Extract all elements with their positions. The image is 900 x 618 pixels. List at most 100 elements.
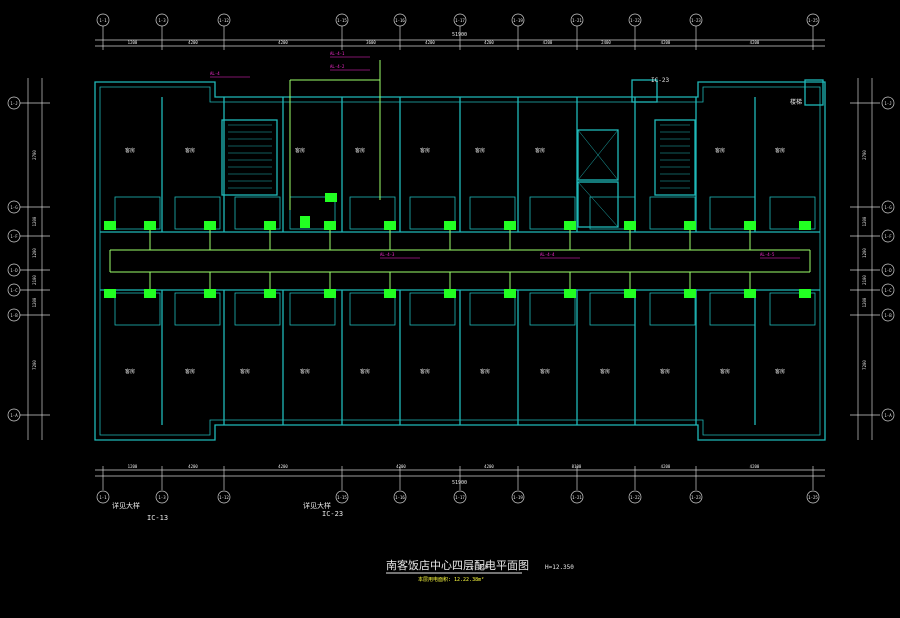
junction-box-north: [684, 221, 696, 230]
panel-annotation: AL-4: [210, 71, 220, 76]
room-label-south: 客房: [240, 368, 250, 375]
bathroom-north: [769, 196, 816, 230]
axis-bubble-bottom: [453, 490, 467, 504]
room-label-south: 客房: [360, 368, 370, 375]
room-label-south: 客房: [300, 368, 310, 375]
axis-label-top: 1-1: [99, 18, 107, 23]
outer-wall: [94, 81, 826, 441]
axis-label-bottom: 1-22: [630, 495, 640, 500]
axis-label-right: 1-G: [884, 205, 892, 210]
bathroom-north: [289, 196, 336, 230]
dim-seg-bottom: 4200: [188, 464, 198, 469]
callout-left-text: 详见大样: [112, 501, 140, 510]
dim-seg-bottom: 4200: [661, 464, 671, 469]
bathroom-north: [409, 196, 456, 230]
dim-seg-bottom: 4200: [396, 464, 406, 469]
axis-bubble-top: [155, 13, 169, 27]
axis-bubble-top: [689, 13, 703, 27]
dim-seg-top: 4200: [543, 40, 553, 45]
axis-bubble-right: [881, 229, 895, 243]
dim-seg-left: 2100: [32, 275, 37, 285]
axis-label-left: 1-F: [10, 234, 18, 239]
axis-bubble-top: [96, 13, 110, 27]
room-label-south: 客房: [660, 368, 670, 375]
panel-annotation: AL-4-3: [380, 252, 395, 257]
dim-seg-left: 1200: [32, 297, 37, 307]
dim-seg-right: 1200: [862, 216, 867, 226]
electrical-wiring: [109, 60, 811, 296]
axis-label-right: 1-C: [884, 288, 892, 293]
bathroom-south: [289, 292, 336, 326]
dim-seg-top: 4200: [188, 40, 198, 45]
elevator-2-x: [577, 181, 619, 228]
bathroom-north: [529, 196, 576, 230]
axis-label-right: 1-B: [884, 313, 892, 318]
axis-bubble-bottom: [689, 490, 703, 504]
dim-seg-right: 2100: [862, 275, 867, 285]
axis-bubble-top: [335, 13, 349, 27]
axis-label-left: 1-B: [10, 313, 18, 318]
riser-feed: [289, 60, 381, 210]
room-label-south: 客房: [720, 368, 730, 375]
dim-seg-bottom: 1200: [128, 464, 138, 469]
bathroom-north: [174, 196, 221, 230]
electrical-equipment: [104, 56, 811, 298]
axis-label-bottom: 1-19: [513, 495, 523, 500]
dim-seg-left: 1200: [32, 216, 37, 226]
dim-seg-right: 1200: [862, 297, 867, 307]
bathroom-north: [114, 196, 161, 230]
junction-box-north: [504, 221, 516, 230]
bathroom-south: [114, 292, 161, 326]
axis-label-left: 1-A: [10, 413, 18, 418]
axis-bubble-top: [806, 13, 820, 27]
junction-box-north: [104, 221, 116, 230]
axis-label-bottom: 1-12: [219, 495, 229, 500]
dim-seg-top: 4200: [661, 40, 671, 45]
room-label-north: 客房: [355, 147, 365, 154]
bathroom-south: [589, 292, 636, 326]
bathroom-north: [469, 196, 516, 230]
axis-bubble-left: [7, 96, 21, 110]
room-label-north: 客房: [535, 147, 545, 154]
dim-seg-left: 2700: [32, 150, 37, 160]
axis-bubble-bottom: [393, 490, 407, 504]
room-label-south: 客房: [775, 368, 785, 375]
axis-label-top: 1-22: [630, 18, 640, 23]
total-dim-top: 51900: [452, 32, 467, 38]
elevator-1-x2: [577, 129, 619, 181]
elevator-2: [577, 181, 619, 228]
axis-label-top: 1-21: [572, 18, 582, 23]
room-label-north: 客房: [295, 147, 305, 154]
junction-box-south: [504, 289, 516, 298]
bathroom-south: [529, 292, 576, 326]
dim-seg-left: 1200: [32, 248, 37, 258]
distribution-panel-2: [300, 216, 310, 228]
panel-annotation: AL-4-2: [330, 64, 345, 69]
room-label-north: 客房: [185, 147, 195, 154]
bathroom-north: [234, 196, 281, 230]
axis-label-left: 1-G: [10, 205, 18, 210]
axis-label-bottom: 1-3: [158, 495, 166, 500]
bathroom-south: [409, 292, 456, 326]
axis-bubble-top: [217, 13, 231, 27]
plan-labels: 1-11-11-31-31-121-121-151-151-161-161-17…: [10, 18, 892, 500]
axis-label-bottom: 1-25: [808, 495, 818, 500]
axis-label-bottom: 1-21: [572, 495, 582, 500]
stair-core-left: [221, 119, 278, 196]
panel-annotation: AL-4-1: [330, 51, 345, 56]
junction-box-north: [744, 221, 756, 230]
panel-annotation: AL-4-5: [760, 252, 775, 257]
axis-bubble-left: [7, 263, 21, 277]
junction-box-north: [384, 221, 396, 230]
junction-box-north: [444, 221, 456, 230]
axis-bubble-left: [7, 200, 21, 214]
axis-label-top: 1-12: [219, 18, 229, 23]
junction-box-south: [564, 289, 576, 298]
axis-label-top: 1-23: [691, 18, 701, 23]
axis-bubble-bottom: [335, 490, 349, 504]
junction-box-south: [799, 289, 811, 298]
axis-bubble-right: [881, 408, 895, 422]
bathroom-south: [469, 292, 516, 326]
axis-bubble-bottom: [217, 490, 231, 504]
